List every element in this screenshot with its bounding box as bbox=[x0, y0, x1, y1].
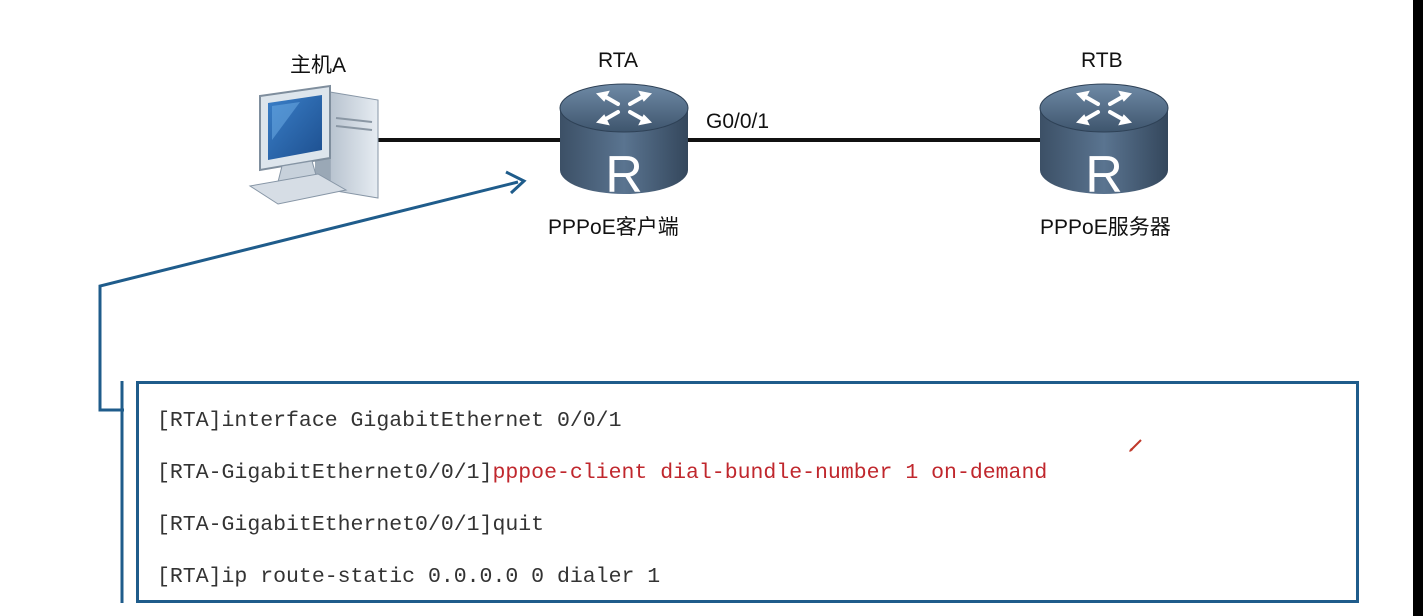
code-line-4-prompt: [RTA]ip route-static 0.0.0.0 0 dialer 1 bbox=[157, 565, 661, 589]
computer-icon bbox=[248, 84, 379, 205]
code-line-4: [RTA]ip route-static 0.0.0.0 0 dialer 1 bbox=[157, 565, 660, 589]
rtb-router-glyph: R bbox=[1085, 146, 1123, 204]
code-line-3: [RTA-GigabitEthernet0/0/1]quit bbox=[157, 513, 544, 537]
callout-connector bbox=[98, 180, 519, 412]
callout-arrowhead bbox=[505, 170, 527, 195]
rta-role-label: PPPoE客户端 bbox=[548, 216, 679, 239]
code-line-2-prompt: [RTA-GigabitEthernet0/0/1] bbox=[157, 461, 493, 485]
code-line-2: [RTA-GigabitEthernet0/0/1]pppoe-client d… bbox=[157, 461, 1047, 485]
code-line-1-prompt: [RTA]interface GigabitEthernet 0/0/1 bbox=[157, 409, 622, 433]
rta-name-label: RTA bbox=[598, 49, 639, 72]
rta-router-glyph: R bbox=[605, 146, 643, 204]
host-label: 主机A bbox=[290, 54, 347, 77]
code-line-2-command: pppoe-client dial-bundle-number 1 on-dem… bbox=[492, 461, 1048, 485]
interface-label: G0/0/1 bbox=[706, 110, 770, 133]
code-line-1: [RTA]interface GigabitEthernet 0/0/1 bbox=[157, 409, 621, 433]
config-code-box: [RTA]interface GigabitEthernet 0/0/1 [RT… bbox=[136, 381, 1359, 603]
router-icon bbox=[1039, 83, 1169, 194]
rtb-role-label: PPPoE服务器 bbox=[1040, 216, 1171, 239]
code-line-3-prompt: [RTA-GigabitEthernet0/0/1]quit bbox=[157, 513, 545, 537]
rtb-name-label: RTB bbox=[1081, 49, 1123, 72]
router-icon bbox=[559, 83, 689, 194]
pen-cursor-icon bbox=[1129, 439, 1142, 452]
